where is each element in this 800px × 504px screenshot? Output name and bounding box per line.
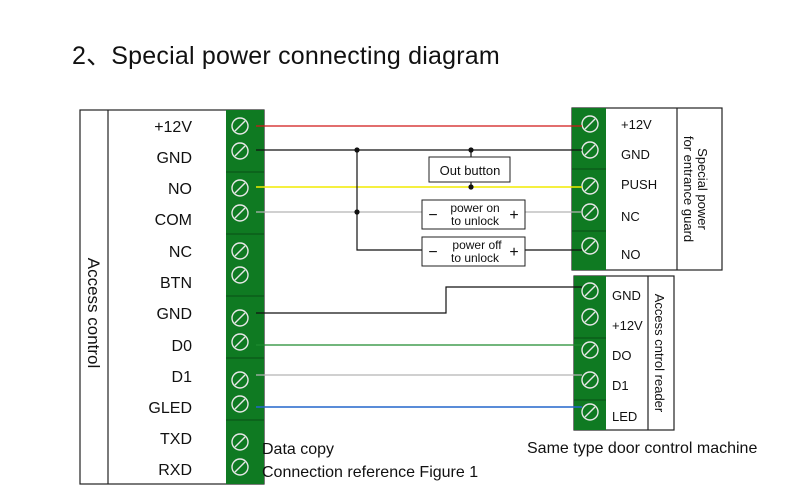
special-power-screw	[581, 203, 599, 221]
reader-screw	[581, 282, 599, 300]
access-control-screw	[231, 117, 249, 135]
power-off-box	[421, 236, 526, 267]
access-control-screw	[231, 179, 249, 197]
pin-label: PUSH	[621, 177, 657, 192]
pin-label: NC	[169, 244, 192, 261]
power-off-line1: power off	[452, 238, 502, 252]
access-control-screw	[231, 371, 249, 389]
pin-label: GND	[621, 147, 650, 162]
access-control-label: Access control	[84, 258, 103, 369]
reader-screw	[581, 403, 599, 421]
special-power-screw	[581, 177, 599, 195]
reader-screw	[581, 371, 599, 389]
pin-label: D0	[172, 338, 193, 355]
out-button-label: Out button	[440, 163, 501, 178]
pin-label: LED	[612, 409, 637, 424]
access-control-screw	[231, 395, 249, 413]
out-button-box	[428, 156, 511, 183]
special-power-label-line2: for entrance guard	[681, 136, 696, 242]
data-copy-note: Data copy	[262, 441, 334, 458]
pin-label: NC	[621, 209, 640, 224]
pin-label: D1	[172, 369, 193, 386]
access-control-screw	[231, 204, 249, 222]
pin-label: GLED	[148, 400, 192, 417]
access-control-screw	[231, 433, 249, 451]
special-power-screw	[581, 141, 599, 159]
special-power-label-line1: Special power	[695, 148, 710, 230]
pin-label: NO	[168, 181, 192, 198]
access-control-screw	[231, 142, 249, 160]
pin-label: GND	[156, 306, 192, 323]
power-on-plus: +	[509, 207, 518, 224]
reader-screw	[581, 341, 599, 359]
power-off-line2: to unlock	[451, 251, 500, 265]
pin-label: D1	[612, 378, 629, 393]
special-power-screw	[581, 237, 599, 255]
pin-label: GND	[612, 288, 641, 303]
power-off-plus: +	[509, 244, 518, 261]
access-control-screw	[231, 242, 249, 260]
junction-dot-push	[468, 184, 474, 190]
junction-dot-gnd-left	[354, 147, 360, 153]
pin-label: RXD	[158, 462, 192, 479]
pin-label: COM	[155, 212, 192, 229]
access-control-screw	[231, 458, 249, 476]
access-control-terminal-block	[226, 110, 264, 484]
pin-label: GND	[156, 150, 192, 167]
pin-label: DO	[612, 348, 632, 363]
access-control-screw	[231, 333, 249, 351]
pin-label: BTN	[160, 275, 192, 292]
pin-label: NO	[621, 247, 641, 262]
diagram-title: 2、Special power connecting diagram	[72, 42, 500, 70]
power-on-box	[421, 199, 526, 230]
wire-gnd-no	[356, 150, 582, 251]
wire-gnd-reader	[256, 286, 582, 314]
special-power-screw	[581, 115, 599, 133]
reader-label: Access cntrol reader	[652, 294, 667, 413]
access-control-screw	[231, 309, 249, 327]
pin-label: +12V	[612, 318, 643, 333]
power-on-line1: power on	[450, 201, 499, 215]
power-off-minus: −	[428, 244, 437, 261]
pin-label: +12V	[154, 119, 192, 136]
pin-label: TXD	[160, 431, 192, 448]
junction-dot-com	[354, 209, 360, 215]
reader-screw	[581, 308, 599, 326]
junction-dot-gnd-top	[468, 147, 474, 153]
access-control-screw	[231, 266, 249, 284]
power-on-minus: −	[428, 207, 437, 224]
power-on-line2: to unlock	[451, 214, 500, 228]
same-type-note: Same type door control machine	[527, 440, 757, 457]
pin-label: +12V	[621, 117, 652, 132]
reference-note: Connection reference Figure 1	[262, 464, 478, 481]
